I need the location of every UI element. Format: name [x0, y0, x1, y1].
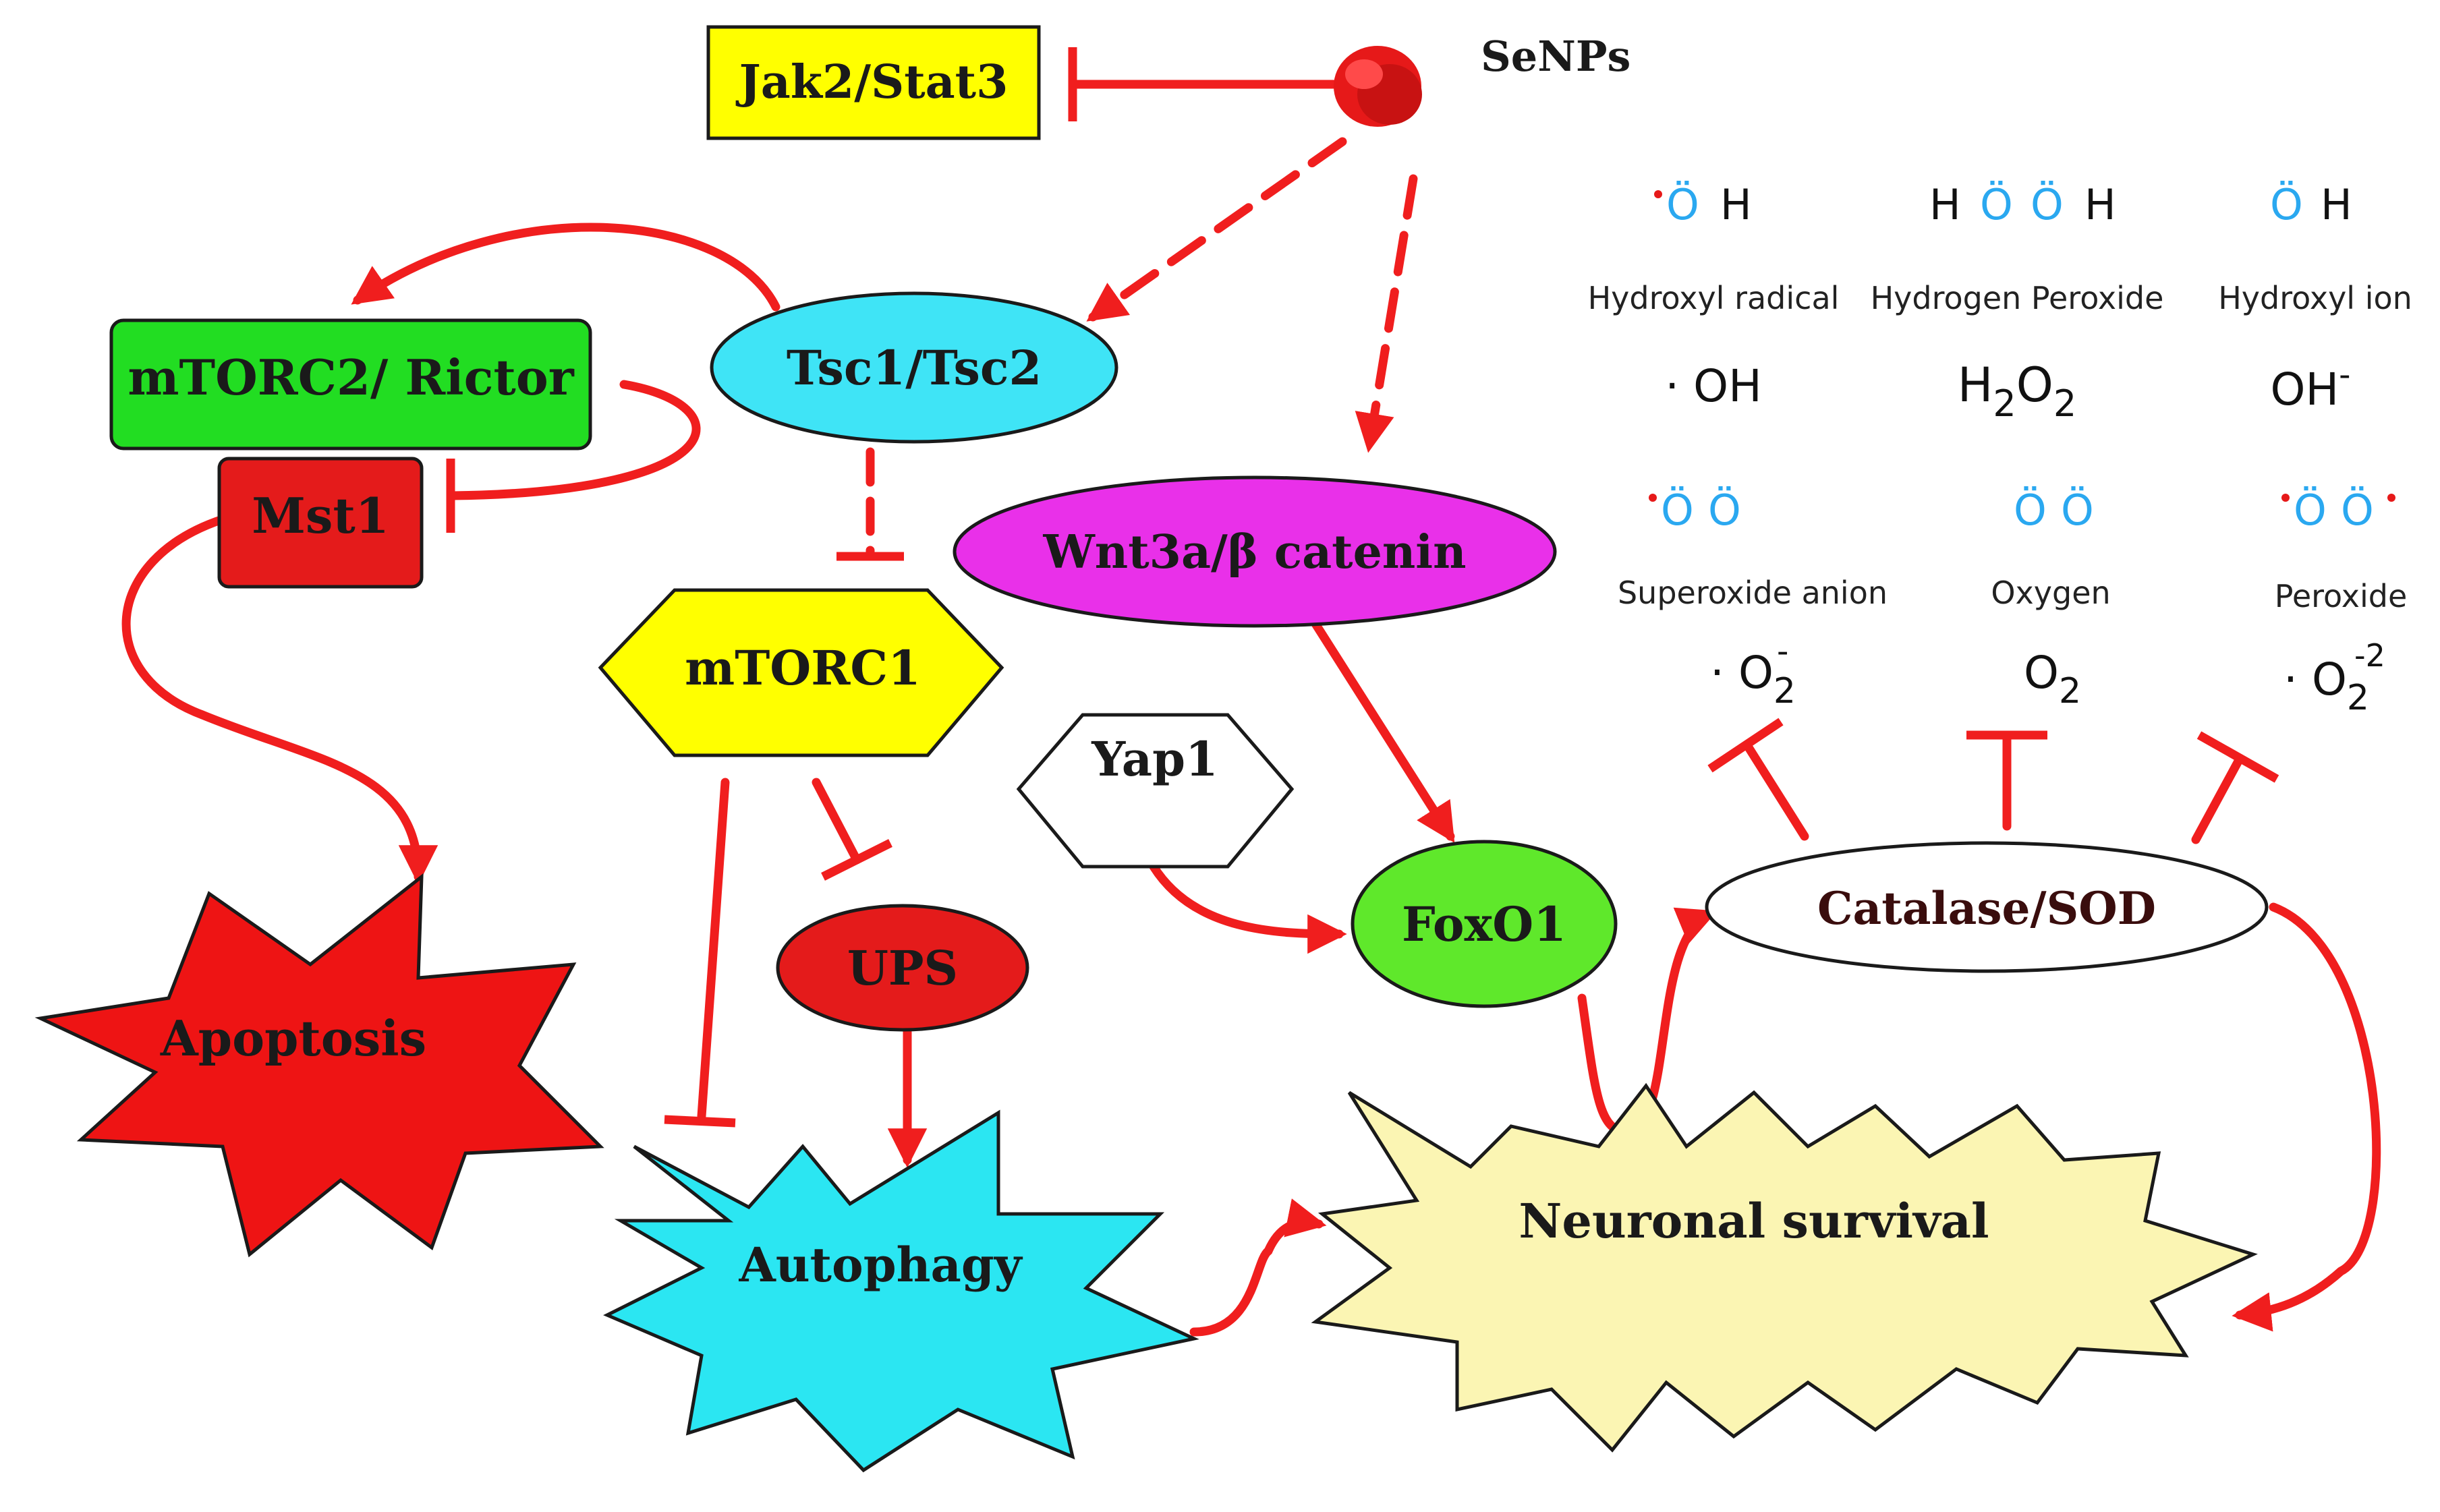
foxo1-label: FoxO1 [1402, 896, 1566, 952]
peroxide-structure: Ö Ö [2281, 486, 2395, 535]
radical-dot-icon [1654, 190, 1662, 198]
tsc1-tsc2-label: Tsc1/Tsc2 [787, 340, 1042, 396]
peroxide-o2: Ö [2341, 486, 2374, 535]
oxygen-structure: Ö Ö [2014, 486, 2094, 535]
foxo1-node: FoxO1 [1351, 840, 1618, 1008]
peroxide-o1: Ö [2294, 486, 2327, 535]
peroxide-formula: · O2-2 [2283, 637, 2385, 718]
apoptosis-node: Apoptosis [34, 873, 604, 1258]
edge-catalase-inhibits-peroxide [2191, 754, 2244, 844]
edge-tsc-to-mtorc2 [351, 223, 781, 312]
hydroxyl-radical-structure: Ö H [1654, 180, 1752, 229]
edge-mtorc2-inhibits-mst1 [447, 380, 701, 500]
catalase-sod-label: Catalase/SOD [1817, 882, 2156, 935]
hydrogen-peroxide-name: Hydrogen Peroxide [1871, 280, 2164, 316]
superoxide-anion-formula: · O2- [1710, 633, 1796, 711]
edge-catalase-inhibits-superoxide [1742, 740, 1809, 841]
edge-yap1-to-foxo1 [1149, 862, 1347, 954]
hydrogen-peroxide-h-right: H [2084, 180, 2116, 229]
yap1-label: Yap1 [1091, 731, 1218, 787]
mst1-node: Mst1 [217, 457, 424, 589]
edge-senps-to-wnt [1355, 174, 1418, 453]
radical-dot-icon [1649, 494, 1657, 502]
edge-catalase-to-survival [2232, 902, 2381, 1332]
edge-mtorc1-inhibits-ups [812, 778, 861, 865]
hydrogen-peroxide-formula: H2O2 [1958, 357, 2076, 425]
ros-panel: Ö H H Ö Ö H Ö H Hydroxyl radical Hydroge… [1588, 180, 2412, 718]
mtorc1-label: mTORC1 [685, 640, 921, 696]
catalase-sod-node: Catalase/SOD [1705, 841, 2269, 973]
superoxide-o1: Ö [1661, 486, 1694, 535]
ups-label: UPS [847, 940, 958, 996]
hydroxyl-radical-name: Hydroxyl radical [1588, 280, 1840, 316]
jak2-stat3-label: Jak2/Stat3 [736, 55, 1009, 109]
yap1-node: Yap1 [1016, 713, 1295, 869]
oxygen-o1: Ö [2014, 486, 2047, 535]
senps-node: SeNPs [1334, 32, 1630, 127]
mst1-label: Mst1 [252, 487, 389, 544]
neuronal-survival-node: Neuronal survival [1311, 1082, 2258, 1453]
oxygen-name: Oxygen [1991, 575, 2110, 611]
hydroxyl-ion-h: H [2321, 180, 2352, 229]
mtorc2-rictor-node: mTORC2/ Rictor [109, 318, 592, 450]
hydroxyl-ion-formula: OH- [2271, 356, 2351, 415]
hydroxyl-radical-o: Ö [1666, 180, 1699, 229]
autophagy-node: Autophagy [603, 1109, 1199, 1473]
hydroxyl-ion-structure: Ö H [2270, 180, 2352, 229]
oxygen-formula: O2 [2024, 647, 2081, 711]
edge-wnt-to-foxo1 [1311, 619, 1455, 843]
superoxide-o2: Ö [1708, 486, 1741, 535]
radical-dot-icon [2281, 494, 2290, 502]
mtorc1-node: mTORC1 [598, 588, 1004, 757]
jak2-stat3-node: Jak2/Stat3 [706, 25, 1041, 140]
hydroxyl-ion-name: Hydroxyl ion [2218, 280, 2412, 316]
tsc1-tsc2-node: Tsc1/Tsc2 [710, 291, 1118, 444]
neuronal-survival-label: Neuronal survival [1519, 1193, 1989, 1249]
peroxide-name: Peroxide [2275, 578, 2408, 614]
hydrogen-peroxide-structure: H Ö Ö H [1929, 180, 2116, 229]
oxygen-o2: Ö [2061, 486, 2094, 535]
apoptosis-label: Apoptosis [160, 1010, 426, 1067]
hydrogen-peroxide-h-left: H [1929, 180, 1961, 229]
edge-mst1-to-apoptosis [121, 515, 438, 885]
edge-senps-to-tsc [1086, 137, 1347, 322]
superoxide-anion-name: Superoxide anion [1618, 575, 1888, 611]
senps-label: SeNPs [1481, 32, 1630, 81]
wnt3a-node: Wnt3a/β catenin [953, 475, 1557, 628]
mtorc2-rictor-label: mTORC2/ Rictor [127, 349, 574, 406]
edge-mtorc1-inhibits-autophagy-bar [664, 1115, 736, 1128]
hydrogen-peroxide-o2: Ö [2031, 180, 2064, 229]
edge-catalase-inhibits-superoxide-bar [1707, 718, 1784, 773]
edge-mtorc1-inhibits-ups-bar [821, 839, 892, 881]
hydroxyl-ion-o: Ö [2270, 180, 2303, 229]
ups-node: UPS [776, 904, 1029, 1032]
autophagy-label: Autophagy [738, 1237, 1023, 1293]
radical-dot-icon [2387, 494, 2395, 502]
hydroxyl-radical-h: H [1720, 180, 1752, 229]
edge-autophagy-to-survival [1189, 1198, 1327, 1337]
hydroxyl-radical-formula: · OH [1665, 360, 1762, 412]
wnt3a-label: Wnt3a/β catenin [1042, 525, 1466, 579]
edge-mtorc1-inhibits-autophagy [697, 778, 730, 1121]
hydrogen-peroxide-o1: Ö [1980, 180, 2013, 229]
superoxide-anion-structure: Ö Ö [1649, 486, 1741, 535]
edge-catalase-inhibits-peroxide-bar [2196, 731, 2279, 783]
